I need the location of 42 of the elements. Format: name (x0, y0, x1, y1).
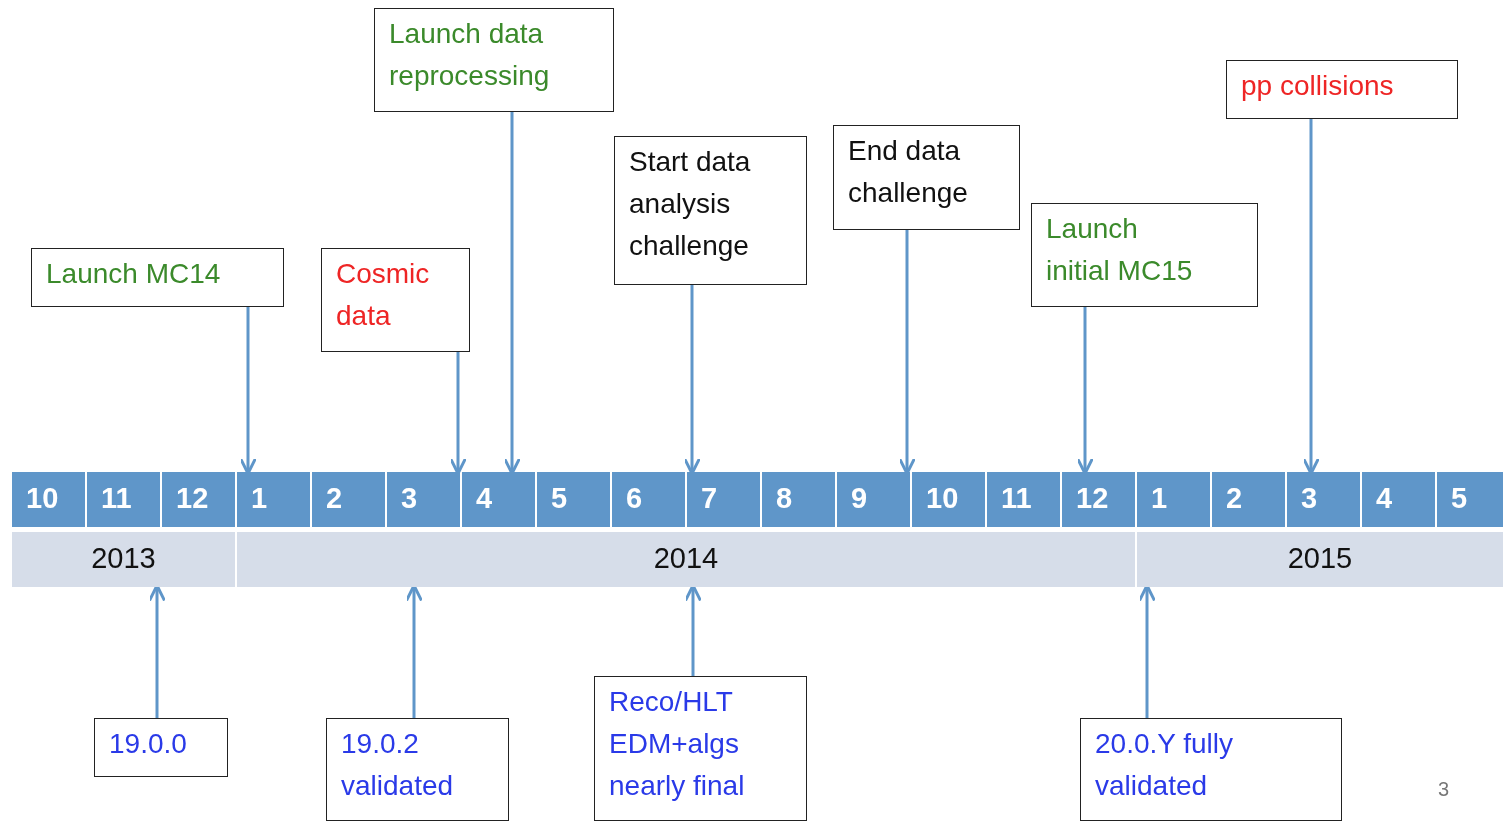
arrow (449, 352, 467, 475)
callout-box: End data challenge (833, 125, 1020, 230)
month-cell: 2 (1212, 472, 1285, 527)
month-cell: 10 (12, 472, 85, 527)
callout-box: Start data analysis challenge (614, 136, 807, 285)
callout-box: 19.0.2 validated (326, 718, 509, 821)
month-cell: 5 (537, 472, 610, 527)
month-cell: 4 (462, 472, 535, 527)
month-cell: 2 (312, 472, 385, 527)
callout-box: Launch initial MC15 (1031, 203, 1258, 307)
month-cell: 6 (612, 472, 685, 527)
month-cell: 10 (912, 472, 985, 527)
month-cell: 4 (1362, 472, 1435, 527)
callout-box: 20.0.Y fully validated (1080, 718, 1342, 821)
month-cell: 11 (87, 472, 160, 527)
page-number: 3 (1438, 778, 1450, 801)
month-cell: 12 (162, 472, 235, 527)
callout-box: 19.0.0 (94, 718, 228, 777)
callout-box: pp collisions (1226, 60, 1458, 119)
year-band: 2015 (1137, 532, 1503, 587)
arrow (1302, 119, 1320, 475)
month-cell: 7 (687, 472, 760, 527)
month-cell: 8 (762, 472, 835, 527)
month-cell: 9 (837, 472, 910, 527)
year-band: 2013 (12, 532, 235, 587)
month-cell: 11 (987, 472, 1060, 527)
month-cell: 5 (1437, 472, 1503, 527)
arrow (898, 230, 916, 475)
callout-box: Launch data reprocessing (374, 8, 614, 112)
arrow (503, 112, 521, 475)
month-cell: 12 (1062, 472, 1135, 527)
month-cell: 1 (237, 472, 310, 527)
month-cell: 3 (1287, 472, 1360, 527)
month-cell: 3 (387, 472, 460, 527)
callout-box: Launch MC14 (31, 248, 284, 307)
callout-box: Reco/HLT EDM+algs nearly final (594, 676, 807, 821)
arrow (1076, 307, 1094, 475)
month-cell: 1 (1137, 472, 1210, 527)
year-band: 2014 (237, 532, 1135, 587)
arrow (683, 285, 701, 475)
arrow (239, 307, 257, 475)
callout-box: Cosmic data (321, 248, 470, 352)
